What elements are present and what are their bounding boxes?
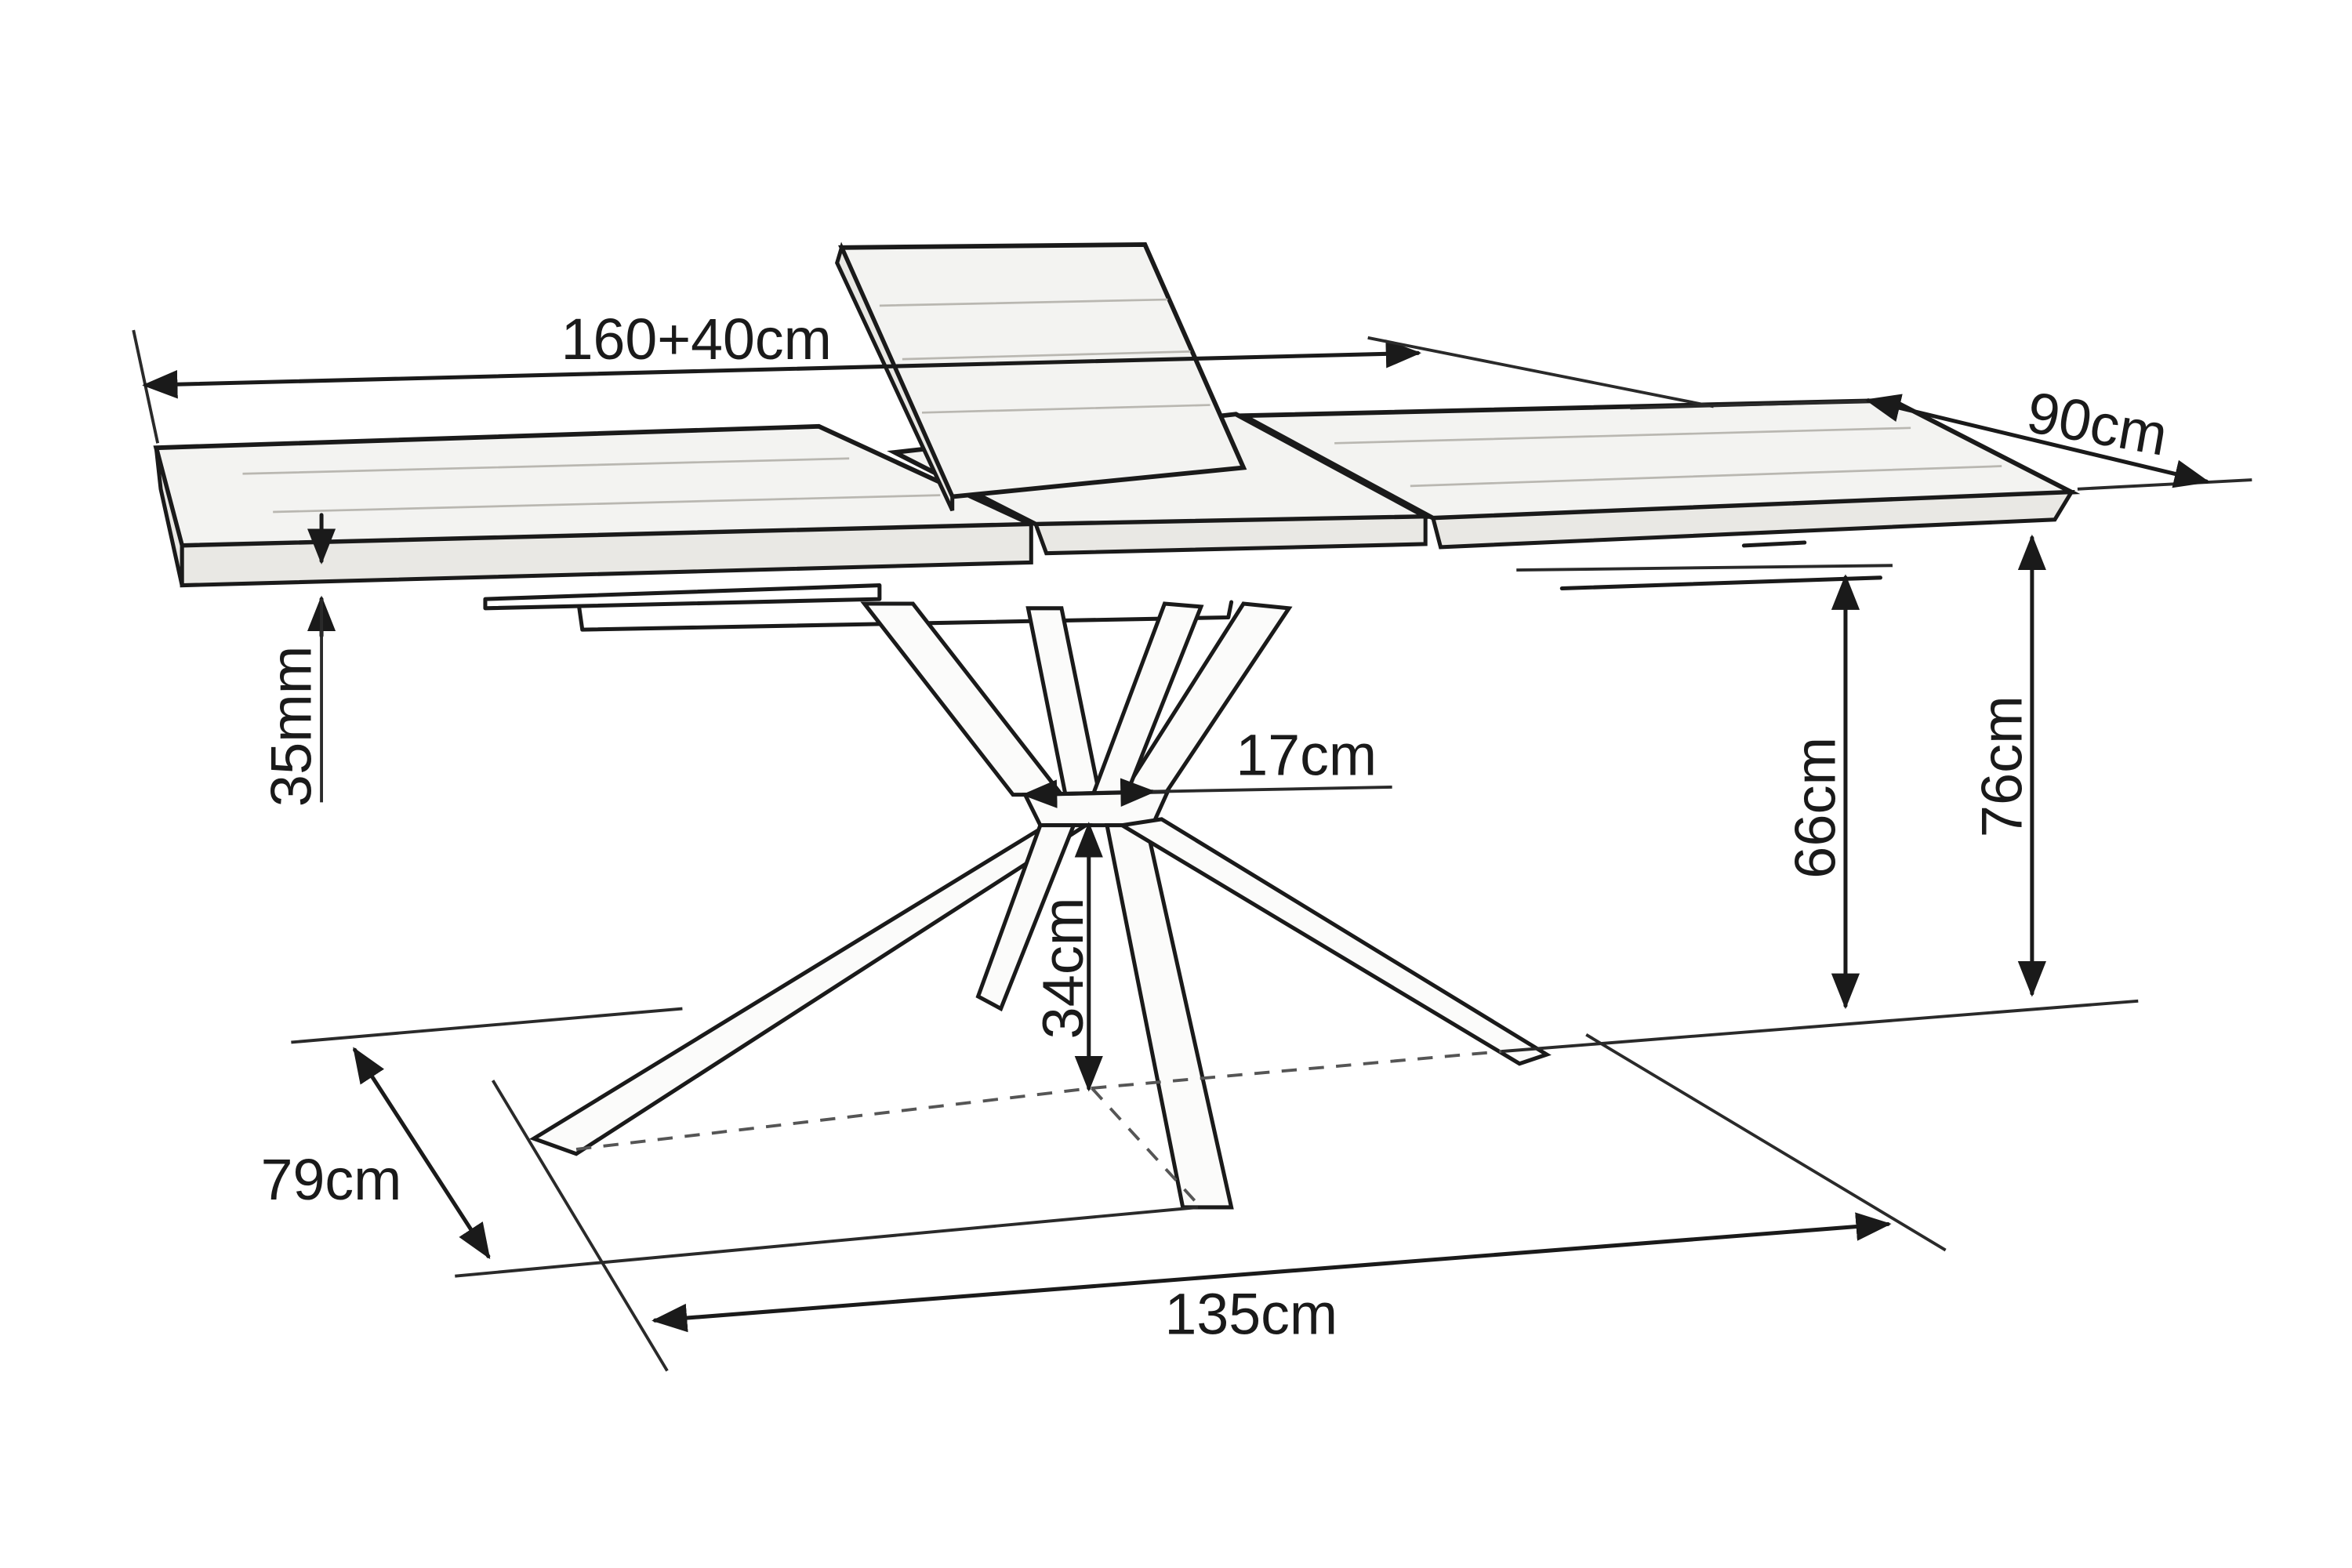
total-height-label: 76cm bbox=[1969, 695, 2034, 837]
dimension-lines bbox=[132, 329, 2252, 1372]
table-base-legs bbox=[529, 601, 1552, 1210]
base-length-label: 135cm bbox=[1164, 1281, 1338, 1346]
top-thickness-label: 35mm bbox=[259, 645, 324, 807]
base-width-label: 79cm bbox=[261, 1147, 402, 1212]
clearance-height-label: 66cm bbox=[1783, 737, 1848, 879]
table-top bbox=[153, 241, 2081, 632]
top-length-label: 160+40cm bbox=[561, 307, 832, 372]
top-width-label: 90cm bbox=[2022, 379, 2172, 468]
node-height-label: 34cm bbox=[1030, 897, 1095, 1039]
leg-node-width-label: 17cm bbox=[1236, 722, 1377, 787]
